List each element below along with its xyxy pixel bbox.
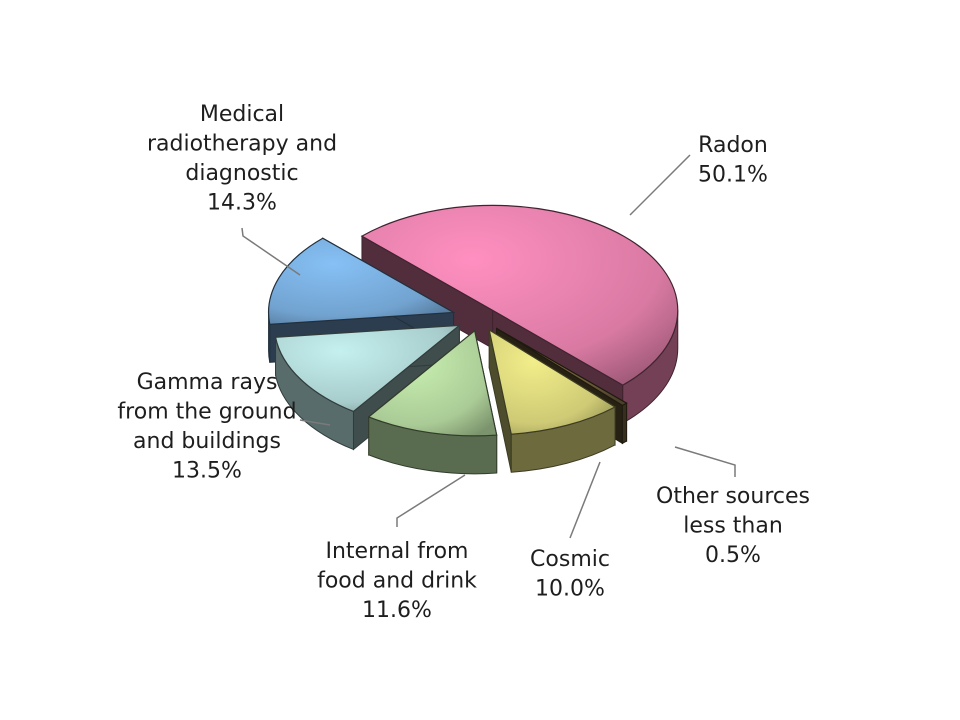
slice-label-internal: Internal from food and drink 11.6% — [317, 539, 477, 623]
slice-value-gamma: 13.5% — [172, 459, 242, 484]
slice-label-line: Cosmic — [530, 547, 610, 572]
slice-label-line: Other sources — [656, 484, 810, 509]
slice-label-medical: Medical radiotherapy and diagnostic 14.3% — [147, 102, 337, 216]
slice-gamma — [274, 324, 462, 451]
slice-label-line: Radon — [698, 133, 768, 158]
pie-slices — [267, 204, 679, 475]
slice-label-line: from the ground — [117, 400, 296, 425]
slice-label-cosmic: Cosmic 10.0% — [530, 547, 610, 602]
slice-other-top — [496, 327, 628, 407]
slice-label-line: and buildings — [133, 429, 281, 454]
leader-medical — [241, 227, 301, 276]
slice-value-medical: 14.3% — [207, 191, 277, 216]
slice-cosmic — [488, 328, 617, 473]
slice-label-gamma: Gamma rays from the ground and buildings 13… — [117, 370, 296, 484]
slice-labels: Radon 50.1% Other sources less than 0.5% Cosm… — [117, 102, 810, 623]
slice-label-other: Other sources less than 0.5% — [656, 484, 810, 568]
slice-value-other: 0.5% — [705, 543, 761, 568]
slice-medical-top — [267, 237, 456, 325]
slice-label-line: less than — [683, 514, 783, 539]
slice-gamma-top — [274, 324, 462, 413]
slice-internal — [367, 329, 498, 475]
slice-label-line: Gamma rays — [137, 370, 278, 395]
slice-label-line: diagnostic — [185, 161, 298, 186]
slice-label-line: radiotherapy and — [147, 132, 337, 157]
leader-lines — [241, 154, 736, 539]
leader-gamma — [299, 419, 331, 426]
leader-cosmic — [569, 461, 601, 539]
slice-radon-top — [360, 204, 679, 386]
slice-label-line: food and drink — [317, 569, 477, 594]
slice-label-radon: Radon 50.1% — [698, 133, 768, 188]
leader-radon — [629, 154, 691, 216]
slice-cosmic-top — [488, 328, 617, 435]
slice-value-radon: 50.1% — [698, 163, 768, 188]
leader-other — [674, 446, 736, 477]
slice-value-cosmic: 10.0% — [535, 577, 605, 602]
slice-value-internal: 11.6% — [362, 598, 432, 623]
leader-internal — [396, 474, 466, 527]
slice-internal-top — [367, 329, 498, 437]
slice-label-line: Internal from — [326, 539, 469, 564]
slice-other-side — [621, 402, 628, 445]
slice-label-line: Medical — [200, 102, 284, 127]
